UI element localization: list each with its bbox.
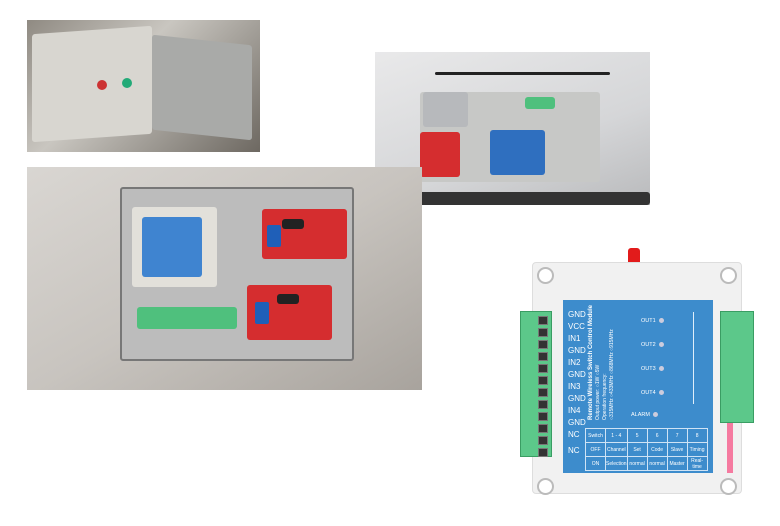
table-cell: Set xyxy=(626,442,648,457)
pin-label: VCC xyxy=(568,322,585,331)
red-button-icon xyxy=(97,80,107,90)
dip-switch xyxy=(727,423,733,473)
table-cell: 1 - 4 xyxy=(605,428,628,443)
terminal-block-right xyxy=(720,311,754,423)
output-indicator: OUT3 xyxy=(641,366,664,372)
led-icon xyxy=(652,412,658,418)
table-cell: Real-time xyxy=(686,456,708,471)
led-icon xyxy=(658,342,664,348)
module-title: Remote Wireless Switch Control Module xyxy=(588,305,594,420)
photo-wired-board xyxy=(375,52,650,205)
mount-hole xyxy=(720,478,737,495)
led-icon xyxy=(658,318,664,324)
table-cell: ON xyxy=(585,456,606,471)
pin-label: GND xyxy=(568,310,586,319)
output-power: Output power: ○1W ○5W xyxy=(595,364,601,420)
led-icon xyxy=(658,390,664,396)
module-title-block: Remote Wireless Switch Control Module Ou… xyxy=(588,305,616,420)
pin-label: GND xyxy=(568,346,586,355)
pin-label: GND xyxy=(568,370,586,379)
terminal-block-left xyxy=(520,311,552,457)
table-cell: 6 xyxy=(646,428,668,443)
green-button-icon xyxy=(122,78,132,88)
table-cell: normal xyxy=(646,456,668,471)
table-cell: Code xyxy=(646,442,668,457)
frequency-options: ○315MHz ○433MHz ○868MHz ○915MHz xyxy=(609,329,615,420)
photo-control-boxes xyxy=(27,20,260,152)
control-box-left xyxy=(32,25,152,143)
operation-frequency-label: Operation frequency: xyxy=(602,373,608,420)
pin-label: IN4 xyxy=(568,406,581,415)
pin-label: IN2 xyxy=(568,358,581,367)
module-label-panel: GND VCC IN1 GND IN2 GND IN3 GND IN4 GND … xyxy=(563,300,713,473)
table-cell: Switch xyxy=(585,428,606,443)
mount-hole xyxy=(537,478,554,495)
led-icon xyxy=(658,366,664,372)
table-cell: OFF xyxy=(585,442,606,457)
output-indicator: OUT2 xyxy=(641,342,664,348)
pin-label: IN3 xyxy=(568,382,581,391)
relay-symbols-icon xyxy=(693,312,708,404)
pin-label: GND xyxy=(568,394,586,403)
output-indicator: OUT1 xyxy=(641,318,664,324)
table-cell: 5 xyxy=(626,428,648,443)
table-cell: 7 xyxy=(666,428,688,443)
control-box-right xyxy=(152,34,252,141)
output-indicator: OUT4 xyxy=(641,390,664,396)
pin-label: GND xyxy=(568,418,586,427)
wireless-switch-module: GND VCC IN1 GND IN2 GND IN3 GND IN4 GND … xyxy=(515,245,760,507)
table-cell: Master xyxy=(666,456,688,471)
table-cell: Timing xyxy=(686,442,708,457)
mount-hole xyxy=(537,267,554,284)
table-cell: normal xyxy=(626,456,648,471)
mount-hole xyxy=(720,267,737,284)
photo-relay-panel xyxy=(27,167,422,390)
table-cell: 8 xyxy=(686,428,708,443)
pin-label: NC xyxy=(568,430,580,439)
table-cell: Selection xyxy=(605,456,628,471)
table-cell: Slave xyxy=(666,442,688,457)
pin-label: IN1 xyxy=(568,334,581,343)
table-cell: Channel xyxy=(605,442,628,457)
pin-label: NC xyxy=(568,446,580,455)
alarm-indicator: ALARM xyxy=(631,412,658,418)
